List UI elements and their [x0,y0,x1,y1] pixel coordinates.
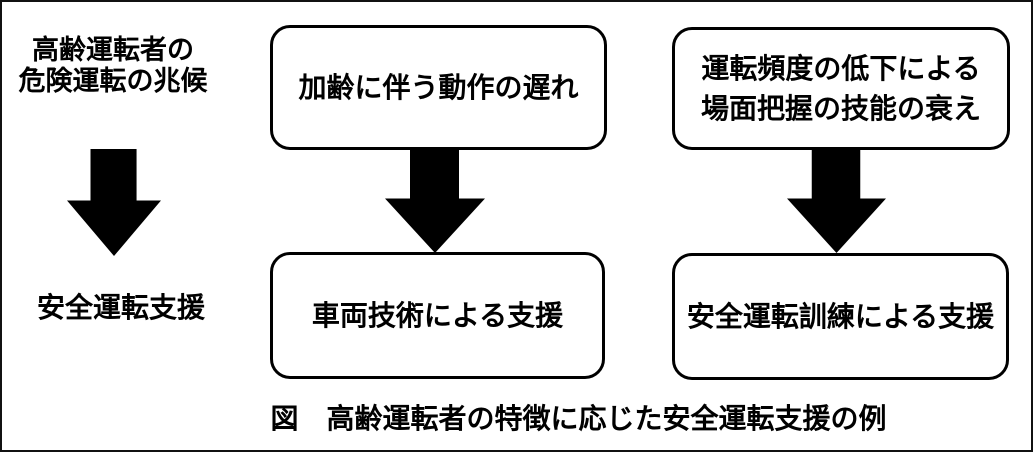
down-arrow-icon [385,148,485,253]
box-vehicle-technology-support-label: 車両技術による支援 [311,298,564,332]
down-arrow-icon [787,148,886,253]
right-top-line2: 場面把握の技能の衰え [700,91,981,125]
box-aging-motion-delay-label: 加齢に伴う動作の遅れ [298,70,579,104]
left-header-line1: 高齢運転者の [32,35,194,66]
left-column-footer: 安全運転支援 [16,291,226,325]
box-vehicle-technology-support: 車両技術による支援 [270,252,605,379]
down-arrow-icon [67,149,161,256]
box-driving-frequency-decline: 運転頻度の低下による 場面把握の技能の衰え [672,27,1010,150]
figure-caption: 図 高齢運転者の特徴に応じた安全運転支援の例 [270,402,887,435]
box-safe-driving-training-support: 安全運転訓練による支援 [672,253,1009,380]
box-driving-frequency-decline-label: 運転頻度の低下による 場面把握の技能の衰え [701,49,981,129]
box-aging-motion-delay: 加齢に伴う動作の遅れ [270,25,607,150]
left-footer-label: 安全運転支援 [36,291,205,324]
right-top-line1: 運転頻度の低下による [701,51,981,85]
box-safe-driving-training-support-label: 安全運転訓練による支援 [686,299,995,333]
left-column-header: 高齢運転者の 危険運転の兆候 [8,35,218,97]
left-header-line2: 危険運転の兆候 [18,66,208,97]
